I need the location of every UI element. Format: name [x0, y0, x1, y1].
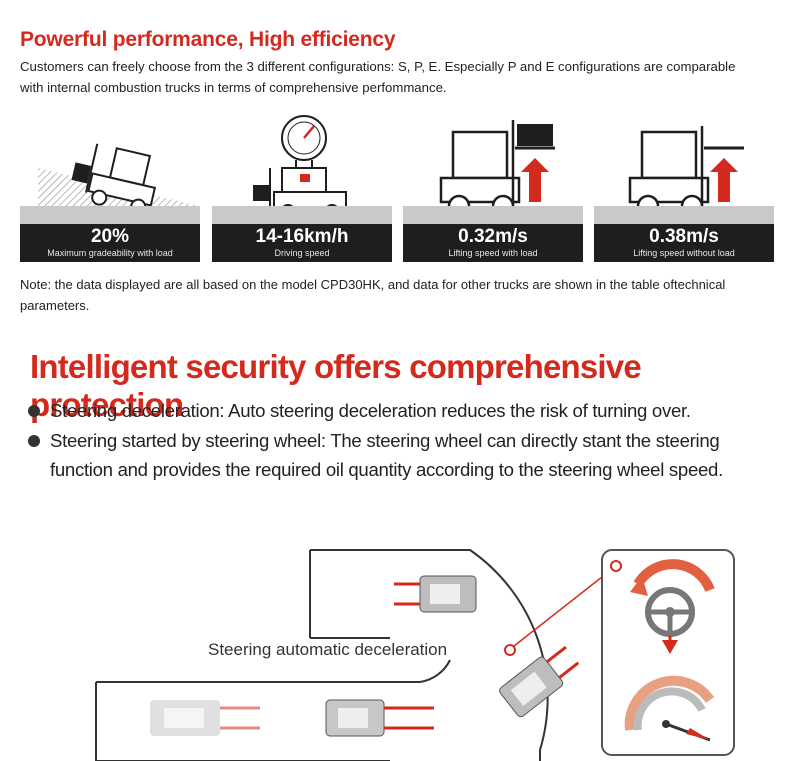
stat-panel-lifting-loaded: 0.32m/s Lifting speed with load [403, 110, 583, 262]
bullet-dot [28, 405, 40, 417]
bullet-item: Steering started by steering wheel: The … [28, 426, 788, 516]
road-label: Steering automatic deceleration [208, 640, 448, 659]
speed-gauge-icon [624, 675, 715, 742]
stat-value: 0.38m/s [649, 226, 719, 247]
stat-value: 0.32m/s [458, 226, 528, 247]
stat-caption: Maximum gradeability with load [47, 248, 173, 258]
bullet-dot [28, 435, 40, 447]
stat-caption: Lifting speed with load [448, 248, 538, 258]
stat-caption: Driving speed [274, 248, 330, 258]
stat-panel-lifting-empty: 0.38m/s Lifting speed without load [594, 110, 774, 262]
stat-value: 14-16km/h [255, 226, 349, 247]
bullet-text: Steering deceleration: Auto steering dec… [50, 400, 691, 421]
performance-note: Note: the data displayed are all based o… [20, 277, 726, 313]
stat-panel-gradeability: 20% Maximum gradeability with load [20, 110, 200, 262]
stat-value: 20% [90, 226, 130, 247]
arrow-down-icon [662, 640, 678, 654]
bullet-text: Steering started by steering wheel: The … [50, 430, 723, 480]
forklift-topview [325, 699, 434, 737]
stat-caption: Lifting speed without load [633, 248, 735, 258]
steering-deceleration-diagram [95, 549, 735, 761]
performance-description: Customers can freely choose from the 3 d… [20, 59, 736, 95]
bullet-item: Steering deceleration: Auto steering dec… [28, 396, 788, 426]
forklift-topview [150, 700, 260, 736]
section-title-performance: Powerful performance, High efficiency [20, 28, 396, 51]
steering-wheel-icon [645, 587, 695, 637]
section-title-security: Intelligent security offers comprehensiv… [30, 348, 642, 423]
forklift-topview [394, 575, 477, 613]
stat-panel-driving-speed: 14-16km/h Driving speed [212, 110, 392, 262]
rotation-arrow-icon [633, 559, 715, 592]
forklift-topview [499, 645, 580, 718]
